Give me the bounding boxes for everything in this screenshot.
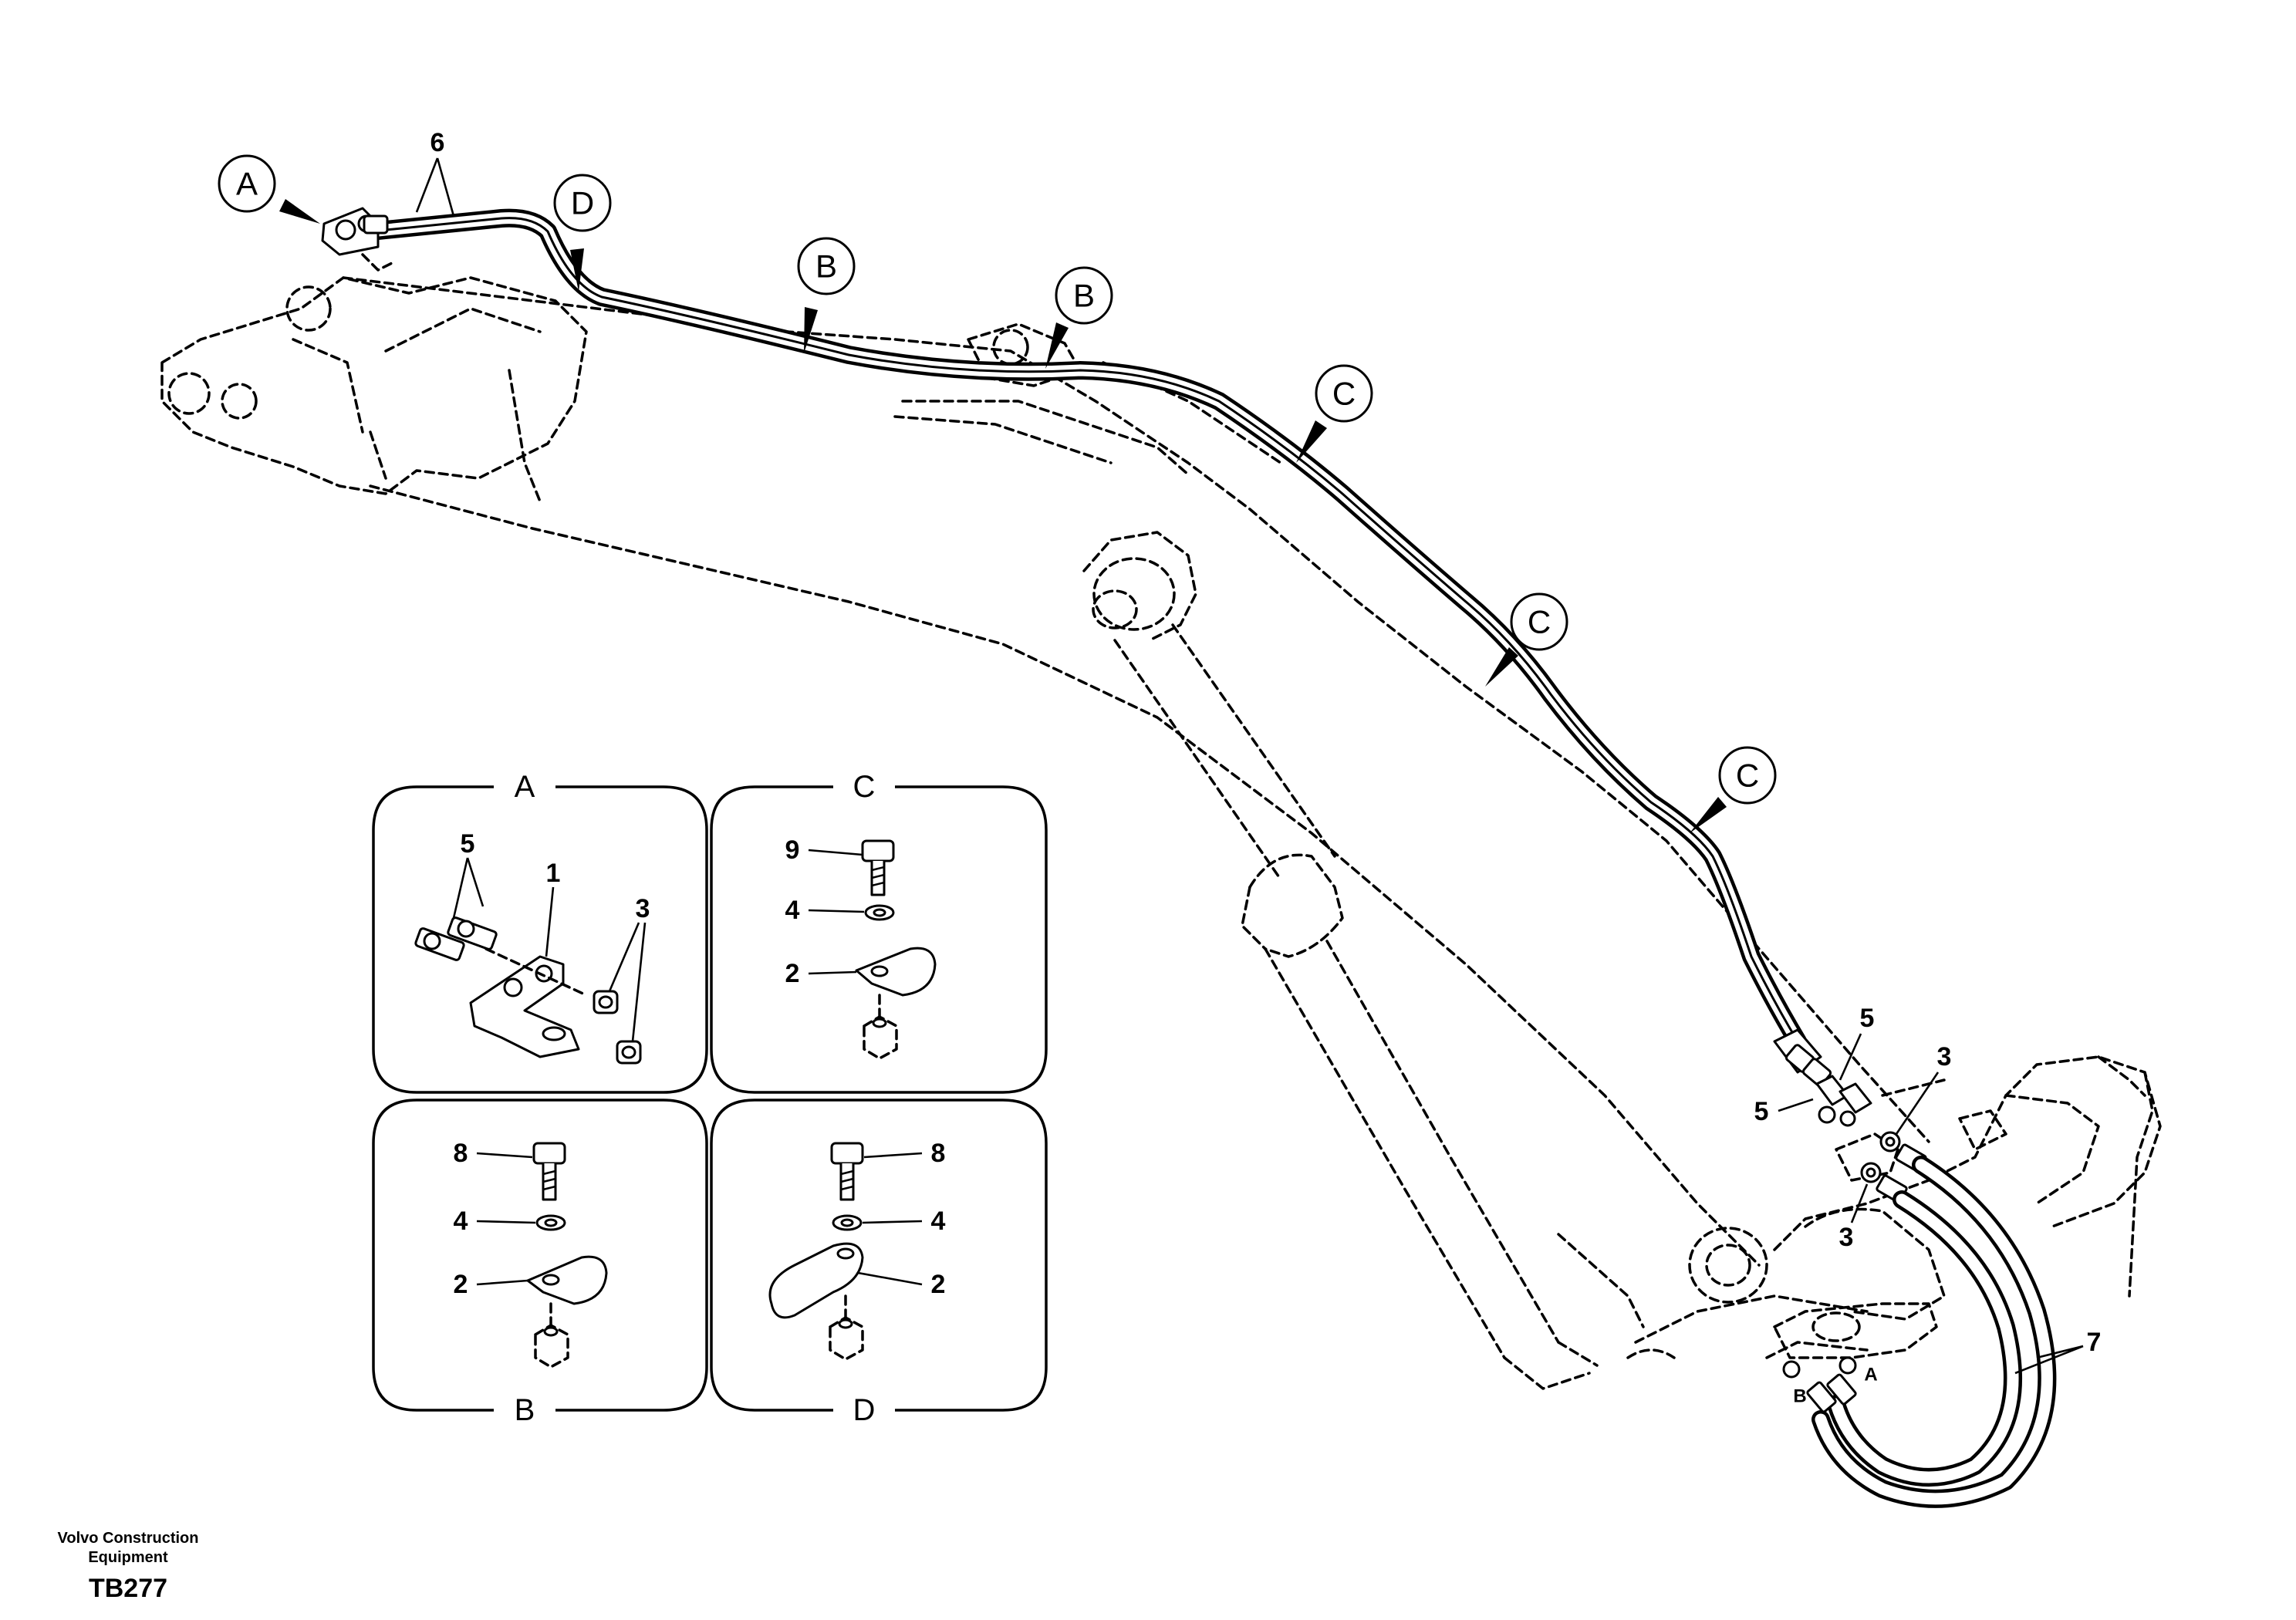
detail-b-label-8: 8 bbox=[454, 1139, 468, 1168]
part-label-6: 6 bbox=[430, 128, 445, 157]
main-hose-pair bbox=[361, 208, 1807, 1051]
detail-a-label-3: 3 bbox=[636, 894, 650, 923]
port-label-a: A bbox=[1864, 1365, 1877, 1385]
detail-b-label-4: 4 bbox=[454, 1207, 468, 1236]
svg-text:A: A bbox=[236, 166, 258, 202]
detail-c-label-2: 2 bbox=[785, 959, 800, 988]
callout-pointers bbox=[279, 199, 1727, 833]
detail-title-d: D bbox=[853, 1393, 876, 1427]
callout-c-1: C bbox=[1315, 364, 1373, 423]
svg-text:D: D bbox=[571, 185, 594, 221]
part-label-3-bottom: 3 bbox=[1839, 1223, 1854, 1252]
callout-c-3: C bbox=[1718, 746, 1777, 805]
detail-a-label-1: 1 bbox=[546, 859, 561, 888]
callout-b-1: B bbox=[797, 237, 856, 295]
callout-b-2: B bbox=[1055, 266, 1113, 325]
detail-a-label-5: 5 bbox=[461, 829, 475, 859]
svg-text:C: C bbox=[1528, 604, 1551, 640]
detail-title-c: C bbox=[853, 770, 876, 804]
detail-c-label-9: 9 bbox=[785, 835, 800, 865]
svg-text:C: C bbox=[1736, 758, 1759, 794]
footer-company-line2: Equipment bbox=[88, 1549, 168, 1566]
part-labels: 6 5 5 3 3 7 B A bbox=[415, 128, 2102, 1407]
frame-outline bbox=[1557, 754, 2162, 1359]
port-label-b: B bbox=[1793, 1386, 1806, 1407]
detail-c-label-4: 4 bbox=[785, 896, 800, 925]
hose-end-fittings bbox=[1773, 1028, 1872, 1127]
detail-panel-c: C 9 4 2 bbox=[710, 770, 1048, 1094]
detail-d-label-2: 2 bbox=[931, 1270, 946, 1299]
detail-b-label-2: 2 bbox=[454, 1270, 468, 1299]
callout-c-2: C bbox=[1510, 592, 1568, 651]
detail-title-b: B bbox=[515, 1393, 535, 1427]
callout-d: D bbox=[553, 174, 612, 232]
part-label-5-top: 5 bbox=[1860, 1004, 1875, 1033]
detail-panel-b: B 8 4 2 bbox=[372, 1099, 708, 1427]
part-label-5-left: 5 bbox=[1754, 1097, 1769, 1126]
detail-title-a: A bbox=[515, 770, 535, 804]
part-label-7: 7 bbox=[2087, 1328, 2102, 1357]
boom-cylinder bbox=[1082, 531, 1599, 1390]
detail-panel-a: A 5 1 3 bbox=[372, 770, 708, 1094]
lower-hoses bbox=[1765, 1131, 2057, 1508]
detail-panel-d: D 8 4 2 bbox=[710, 1099, 1048, 1427]
hose-end-bracket-a bbox=[321, 207, 395, 272]
svg-text:B: B bbox=[815, 248, 837, 285]
svg-text:C: C bbox=[1332, 376, 1356, 412]
detail-d-label-8: 8 bbox=[931, 1139, 946, 1168]
footer-company-line1: Volvo Construction bbox=[58, 1530, 199, 1547]
footer: Volvo Construction Equipment TB277 bbox=[58, 1530, 199, 1603]
callout-a: A bbox=[218, 154, 276, 213]
detail-d-label-4: 4 bbox=[931, 1207, 946, 1236]
svg-text:B: B bbox=[1073, 278, 1095, 314]
footer-code: TB277 bbox=[89, 1574, 167, 1603]
part-label-3-top: 3 bbox=[1937, 1042, 1952, 1072]
